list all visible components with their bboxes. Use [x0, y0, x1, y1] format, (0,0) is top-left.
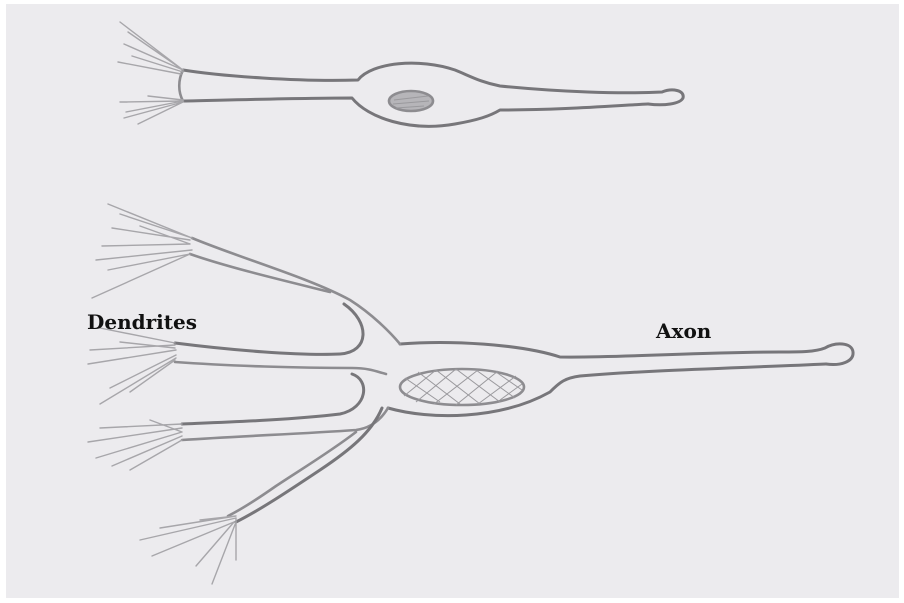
axon-upper-outline [400, 343, 853, 365]
axon-label: Axon [656, 319, 711, 343]
dendrite-tuft-4 [140, 516, 236, 584]
multipolar-neuron [88, 204, 853, 584]
axon-lower-outline [388, 364, 826, 416]
dendrite-branch-top [192, 238, 400, 344]
dendrite-tuft-2 [88, 328, 176, 404]
dendrites-label: Dendrites [87, 310, 197, 334]
dendrite-branch-upper-mid [175, 304, 363, 354]
dendrite-branch-lower-mid [182, 374, 364, 424]
simple-neuron [118, 22, 683, 126]
dendrite-tuft-3 [88, 420, 182, 470]
dendrite-tuft-1 [92, 204, 192, 298]
simple-neuron-dendrite-tuft [118, 22, 183, 124]
